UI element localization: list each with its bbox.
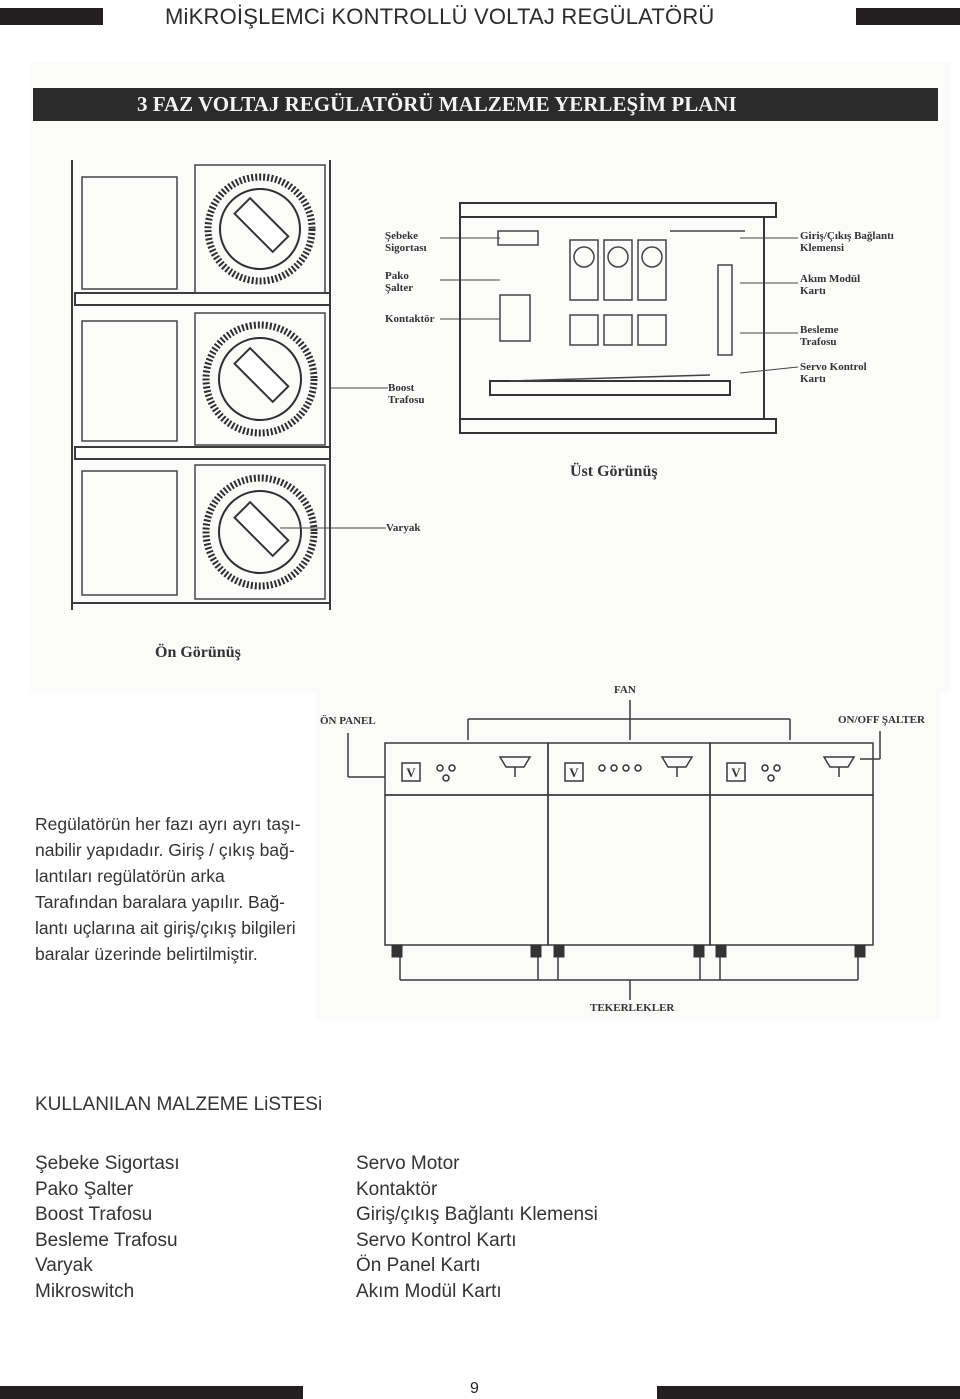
footer-bar-left — [0, 1386, 303, 1399]
front-view-drawing — [71, 160, 331, 610]
label-kontaktor: Kontaktör — [385, 313, 435, 325]
left-leader-lines — [280, 237, 500, 529]
list-item: Giriş/çıkış Bağlantı Klemensi — [356, 1204, 598, 1225]
top-view-drawing — [459, 202, 777, 434]
description-line: Tarafından baralara yapılır. Bağ- — [35, 892, 286, 912]
label-varyak: Varyak — [386, 522, 421, 534]
label-onoff-salter: ON/OFF ŞALTER — [838, 714, 925, 726]
description-line: nabilir yapıdadır. Giriş / çıkış bağ- — [35, 840, 295, 860]
plan-banner: 3 FAZ VOLTAJ REGÜLATÖRÜ MALZEME YERLEŞİM… — [33, 88, 938, 121]
list-item: Varyak — [35, 1255, 93, 1276]
page-number: 9 — [470, 1380, 479, 1397]
meter-letter-2: V — [569, 765, 579, 780]
list-item: Pako Şalter — [35, 1178, 134, 1200]
header-bar-left — [0, 8, 103, 25]
list-item: Akım Modül Kartı — [356, 1280, 502, 1302]
cabinet-figure — [316, 668, 940, 1020]
list-item: Mikroswitch — [35, 1280, 135, 1302]
meter-letter-1: V — [406, 765, 416, 780]
page-title: MiKROİŞLEMCi KONTROLLÜ VOLTAJ REGÜLATÖRÜ — [165, 4, 715, 29]
list-item: Besleme Trafosu — [35, 1229, 178, 1251]
materials-right-column: Servo Motor Kontaktör Giriş/çıkış Bağlan… — [356, 1151, 598, 1304]
list-item: Ön Panel Kartı — [356, 1255, 481, 1276]
front-view-caption: Ön Görünüş — [155, 644, 241, 661]
list-item: Şebeke Sigortası — [35, 1153, 180, 1174]
description-line: lantı uçlarına ait giriş/çıkış bilgileri — [35, 918, 296, 938]
right-leader-lines — [739, 237, 799, 374]
description-line: Regülatörün her fazı ayrı ayrı taşı- — [35, 814, 301, 834]
description-line: lantıları regülatörün arka — [35, 866, 225, 886]
header-bar-right — [856, 8, 960, 25]
description-line: baralar üzerinde belirtilmiştir. — [35, 944, 258, 964]
list-item: Servo Motor — [356, 1153, 460, 1174]
top-view-caption: Üst Görünüş — [570, 463, 658, 480]
cabinet-drawing: V V V — [347, 700, 881, 1000]
list-item: Boost Trafosu — [35, 1204, 153, 1225]
materials-title: KULLANILAN MALZEME LiSTESi — [35, 1094, 323, 1115]
label-on-panel: ÖN PANEL — [320, 715, 376, 727]
footer-bar-right — [657, 1386, 960, 1399]
list-item: Servo Kontrol Kartı — [356, 1229, 517, 1251]
label-tekerlekler: TEKERLEKLER — [590, 1002, 675, 1014]
meter-letter-3: V — [731, 765, 741, 780]
list-item: Kontaktör — [356, 1178, 438, 1200]
layout-plan-figure — [30, 62, 950, 692]
materials-left-column: Şebeke Sigortası Pako Şalter Boost Trafo… — [35, 1151, 180, 1304]
label-fan: FAN — [614, 684, 636, 696]
description-paragraph: Regülatörün her fazı ayrı ayrı taşı- nab… — [35, 811, 365, 967]
